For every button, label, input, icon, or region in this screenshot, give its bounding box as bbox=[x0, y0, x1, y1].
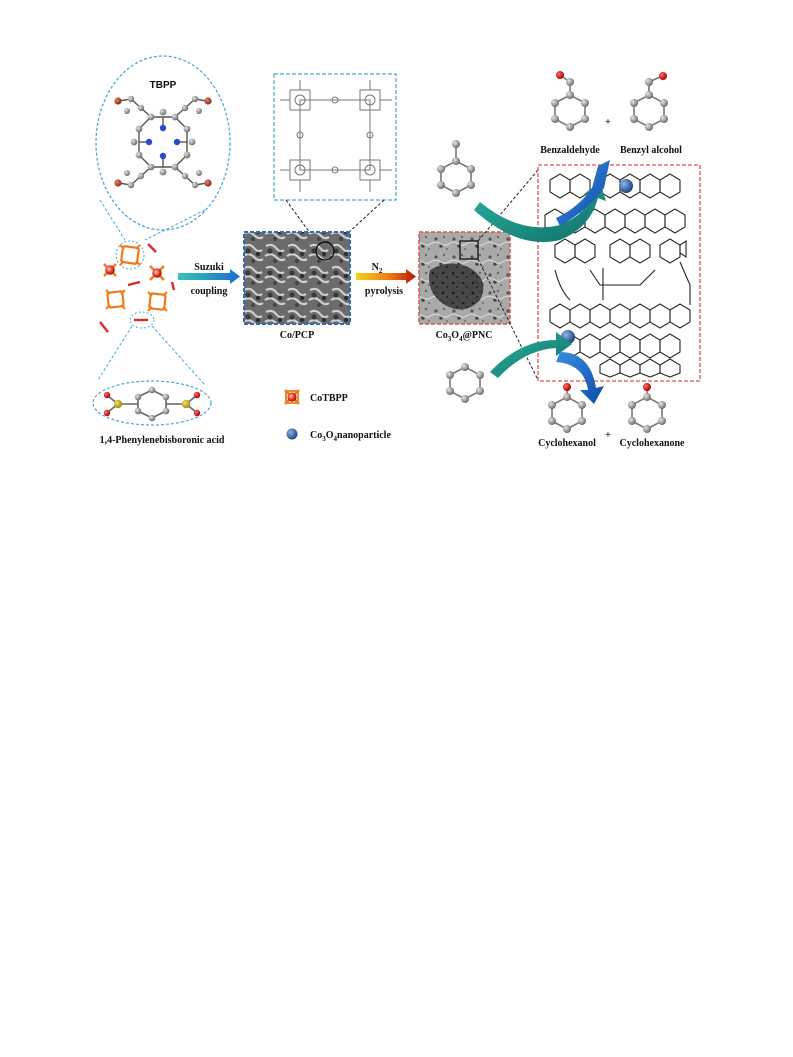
svg-text:N2: N2 bbox=[372, 262, 383, 275]
cotbpp-unit bbox=[119, 244, 141, 266]
pyrolysis-step: N2 pyrolysis bbox=[356, 262, 416, 297]
benzaldehyde-label: Benzaldehyde bbox=[540, 145, 600, 156]
co3o4-pnc-tem-image: Co3O4@PNC bbox=[418, 169, 539, 381]
suzuki-coupling-step: Suzuki coupling bbox=[178, 262, 240, 297]
co-pcp-label: Co/PCP bbox=[280, 330, 314, 341]
legend-nanoparticle-label: Co3O4nanoparticle bbox=[310, 430, 391, 443]
co-pcp-sem-image: Co/PCP bbox=[243, 231, 351, 341]
cyclohexanol-product: Cyclohexanol bbox=[538, 383, 596, 449]
tbpp-label: TBPP bbox=[150, 80, 177, 91]
phenylene-label: 1,4-Phenylenebisboronic acid bbox=[100, 435, 225, 446]
cyclohexanone-label: Cyclohexanone bbox=[620, 438, 686, 449]
cyclohexanol-label: Cyclohexanol bbox=[538, 438, 596, 449]
pyrolysis-arrow-icon bbox=[356, 269, 416, 284]
svg-text:Co3O4@PNC: Co3O4@PNC bbox=[436, 330, 493, 343]
cotbpp-unit bbox=[147, 291, 168, 312]
benzyl-alcohol-product: Benzyl alcohol bbox=[620, 72, 682, 156]
product-arrow-bottom-icon bbox=[556, 352, 604, 404]
suzuki-arrow-icon bbox=[178, 269, 240, 284]
cotbpp-legend-icon bbox=[284, 389, 300, 405]
plus-sign-top: + bbox=[605, 117, 611, 128]
co3o4-nanoparticle-upper bbox=[619, 179, 633, 193]
benzyl-alcohol-label: Benzyl alcohol bbox=[620, 145, 682, 156]
legend: CoTBPP Co3O4nanoparticle bbox=[284, 389, 391, 443]
linker-sticks bbox=[99, 243, 176, 333]
magnify-circle bbox=[315, 241, 335, 261]
monomer-mixture bbox=[97, 240, 206, 386]
benzaldehyde-product: Benzaldehyde bbox=[540, 71, 600, 156]
magnify-square bbox=[459, 240, 479, 260]
cyclohexanone-product: Cyclohexanone bbox=[620, 383, 686, 449]
n2-label: N bbox=[372, 262, 380, 273]
tbpp-dashed-circle bbox=[95, 55, 231, 231]
tbpp-molecule-inset: TBPP bbox=[95, 55, 231, 241]
toluene-reactant bbox=[437, 140, 475, 197]
pyrolysis-label: pyrolysis bbox=[365, 286, 403, 297]
co-pcp-framework-inset bbox=[273, 73, 397, 245]
phenylene-molecule-inset: 1,4-Phenylenebisboronic acid bbox=[92, 380, 225, 446]
oxidation-arrow-bottom-icon bbox=[490, 332, 572, 378]
oxidation-arrow-top-icon bbox=[474, 182, 606, 242]
legend-cotbpp-label: CoTBPP bbox=[310, 393, 348, 404]
cyclohexane-reactant bbox=[446, 363, 484, 403]
plus-sign-bottom: + bbox=[605, 430, 611, 441]
cotbpp-unit bbox=[149, 265, 165, 281]
coupling-label: coupling bbox=[191, 286, 228, 297]
bromine-atoms bbox=[114, 97, 212, 187]
product-arrow-top-icon bbox=[556, 160, 610, 226]
n2-subscript: 2 bbox=[379, 267, 383, 275]
cotbpp-unit bbox=[105, 289, 126, 310]
nanoparticle-legend-icon bbox=[286, 428, 298, 440]
suzuki-label: Suzuki bbox=[194, 262, 224, 273]
cotbpp-unit bbox=[103, 263, 117, 277]
